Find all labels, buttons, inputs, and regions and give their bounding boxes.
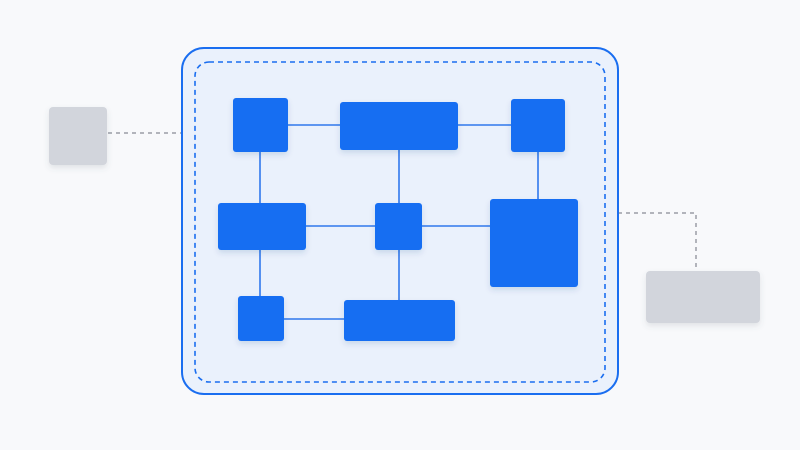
node-n5: [375, 203, 422, 250]
node-n3: [511, 99, 565, 152]
node-n8: [344, 300, 455, 341]
container-inner-dashed-border: [194, 61, 606, 383]
node-n1: [233, 98, 288, 152]
node-connectors: [259, 124, 539, 320]
external-node-left: [49, 107, 107, 165]
node-n6: [490, 199, 578, 287]
node-n2: [340, 102, 458, 150]
external-connectors: [108, 132, 697, 272]
diagram-nodes: [218, 98, 578, 341]
node-n4: [218, 203, 306, 250]
external-node-right: [646, 271, 760, 323]
node-n7: [238, 296, 284, 341]
external-link-right: [618, 212, 697, 272]
